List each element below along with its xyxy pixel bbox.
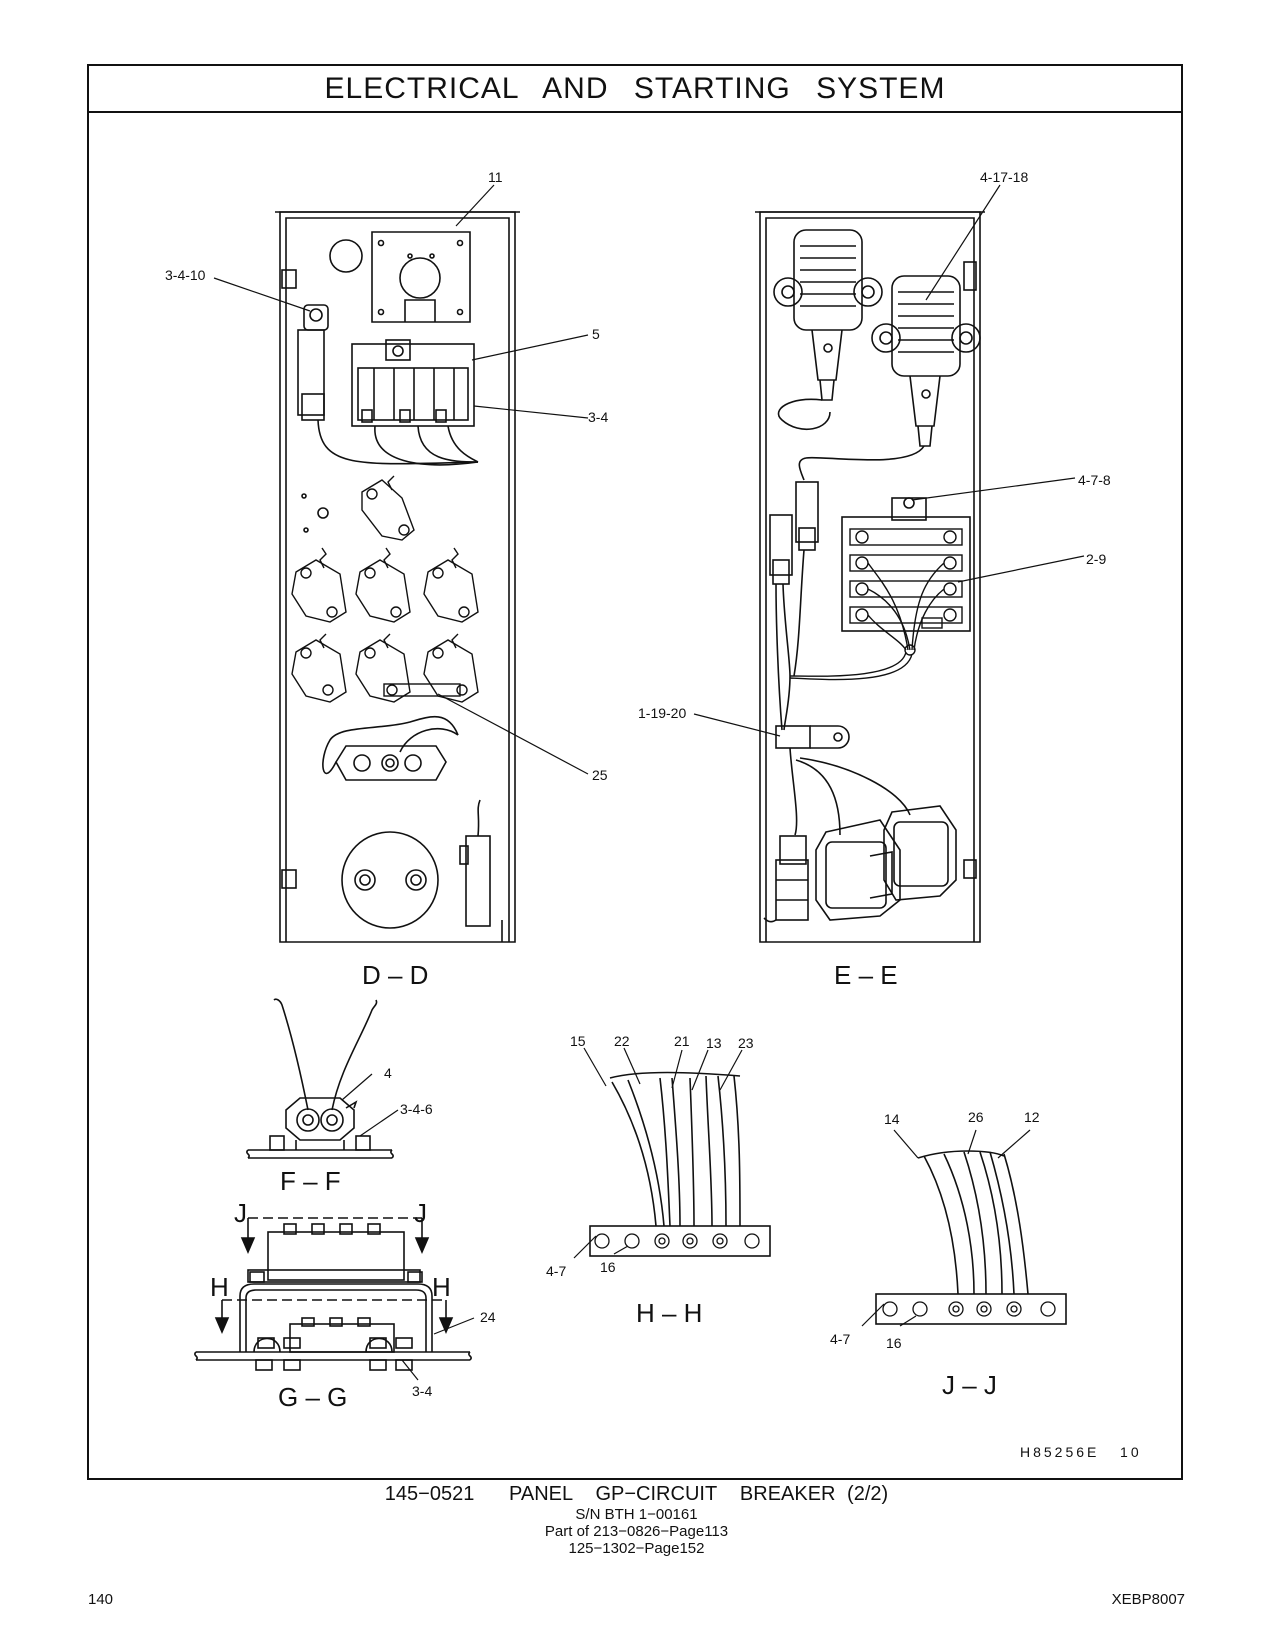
callout-26: 26 bbox=[968, 1109, 984, 1125]
callout-4-17-18: 4-17-18 bbox=[980, 169, 1028, 185]
page-number: 140 bbox=[88, 1591, 114, 1608]
leader-lines bbox=[213, 184, 1085, 1381]
drawing-frame: ELECTRICAL AND STARTING SYSTEM bbox=[87, 64, 1183, 1480]
callout-24: 24 bbox=[480, 1309, 496, 1325]
section-marker-h-left: H bbox=[210, 1272, 229, 1302]
callout-3-4-6: 3-4-6 bbox=[400, 1101, 433, 1117]
view-hh bbox=[589, 1071, 771, 1257]
callout-4-7-8: 4-7-8 bbox=[1078, 472, 1111, 488]
callout-1-19-20: 1-19-20 bbox=[638, 705, 686, 721]
view-label-ff: F – F bbox=[280, 1166, 341, 1196]
view-dd-panel bbox=[275, 211, 520, 943]
section-marker-j-left: J bbox=[234, 1198, 247, 1228]
view-jj bbox=[875, 1150, 1067, 1325]
view-label-hh: H – H bbox=[636, 1298, 702, 1328]
drawing-id: H85256E 10 bbox=[1020, 1444, 1142, 1460]
callout-3-4: 3-4 bbox=[412, 1383, 432, 1399]
callout-3-4: 3-4 bbox=[588, 409, 608, 425]
document-id: XEBP8007 bbox=[1111, 1591, 1185, 1608]
callout-13: 13 bbox=[706, 1035, 722, 1051]
callout-16: 16 bbox=[886, 1335, 902, 1351]
callout-23: 23 bbox=[738, 1035, 754, 1051]
view-gg bbox=[194, 1217, 472, 1371]
caption-reference: 125−1302−Page152 bbox=[568, 1540, 705, 1557]
view-label-ee: E – E bbox=[834, 960, 898, 990]
view-label-jj: J – J bbox=[942, 1370, 997, 1400]
view-ee-panel bbox=[755, 211, 985, 943]
caption: 145−0521 PANEL GP−CIRCUIT BREAKER (2/2) … bbox=[0, 1482, 1273, 1557]
callout-14: 14 bbox=[884, 1111, 900, 1127]
section-marker-j-right: J bbox=[414, 1198, 427, 1228]
callout-15: 15 bbox=[570, 1033, 586, 1049]
callout-4-7: 4-7 bbox=[830, 1331, 850, 1347]
callout-12: 12 bbox=[1024, 1109, 1040, 1125]
caption-part-of: Part of 213−0826−Page113 bbox=[544, 1523, 729, 1540]
callout-21: 21 bbox=[674, 1033, 690, 1049]
view-ff bbox=[246, 998, 394, 1159]
callout-22: 22 bbox=[614, 1033, 630, 1049]
view-label-gg: G – G bbox=[278, 1382, 347, 1412]
callout-11: 11 bbox=[488, 169, 503, 185]
title-bar: ELECTRICAL AND STARTING SYSTEM bbox=[89, 66, 1181, 113]
callout-2-9: 2-9 bbox=[1086, 551, 1106, 567]
callout-5: 5 bbox=[592, 326, 600, 342]
section-marker-h-right: H bbox=[432, 1272, 451, 1302]
callout-3-4-10: 3-4-10 bbox=[165, 267, 206, 283]
callout-25: 25 bbox=[592, 767, 608, 783]
callout-16: 16 bbox=[600, 1259, 616, 1275]
callout-4-7: 4-7 bbox=[546, 1263, 566, 1279]
page-title: ELECTRICAL AND STARTING SYSTEM bbox=[324, 71, 946, 105]
view-label-dd: D – D bbox=[362, 960, 428, 990]
callout-4: 4 bbox=[384, 1065, 392, 1081]
caption-serial: S/N BTH 1−00161 bbox=[575, 1506, 698, 1523]
caption-title: 145−0521 PANEL GP−CIRCUIT BREAKER (2/2) bbox=[384, 1483, 889, 1505]
